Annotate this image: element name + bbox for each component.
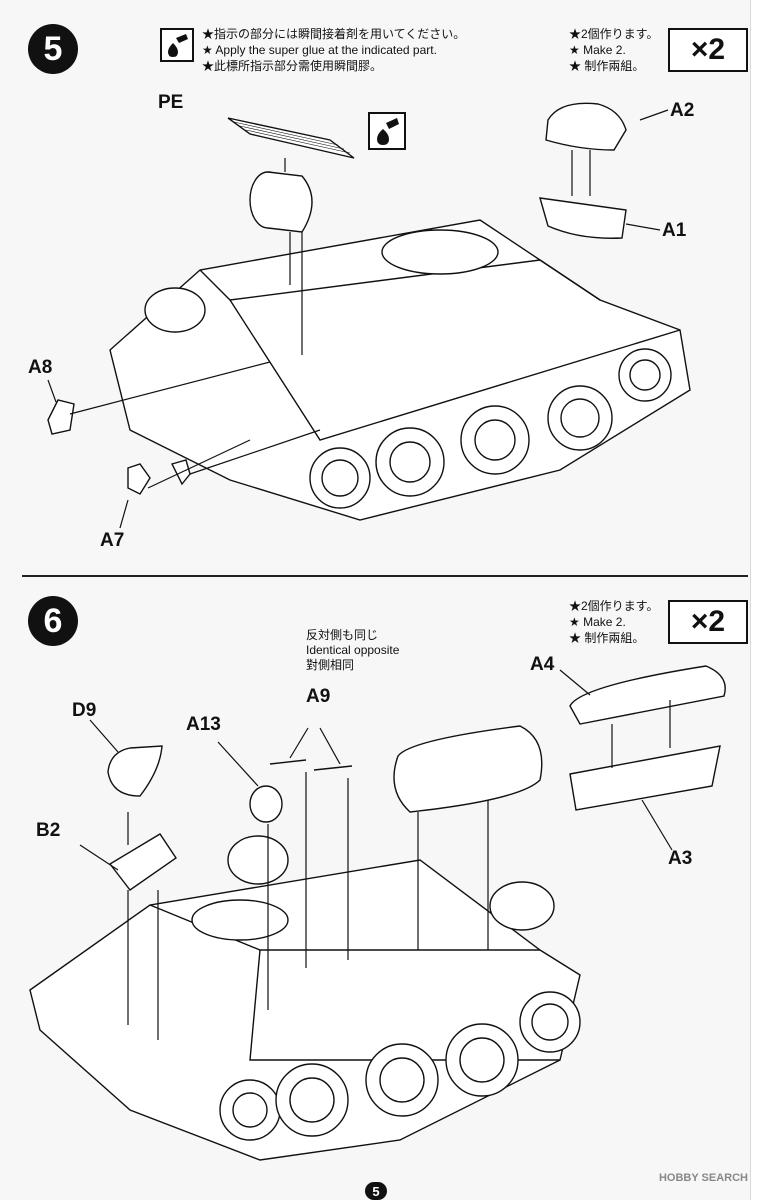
rear-drum: [144, 287, 206, 333]
rear-drum: [489, 881, 555, 931]
a1-part: [539, 197, 627, 239]
make-note-6: ★2個作ります。 ★ Make 2. ★ 制作兩組。: [569, 598, 658, 646]
a9-rod: [269, 759, 307, 765]
make-note-5: ★2個作ります。 ★ Make 2. ★ 制作兩組。: [569, 26, 658, 74]
a8-part: [47, 399, 75, 435]
hull-step5: [109, 219, 691, 521]
step-divider: [22, 575, 748, 577]
part-label-a4: A4: [530, 654, 555, 675]
watermark-text: HOBBY SEARCH: [658, 1172, 748, 1184]
b2-part: [108, 833, 177, 891]
road-wheel: [365, 1043, 439, 1117]
part-label-a7: A7: [100, 530, 125, 551]
part-label-a9: A9: [306, 686, 331, 707]
part-label-a8: A8: [28, 357, 53, 378]
road-wheel: [219, 1079, 281, 1141]
hatch-step6: [191, 899, 289, 941]
a9-rod: [313, 765, 353, 771]
road-wheel: [275, 1063, 349, 1137]
fuel-drum-large: [393, 725, 543, 813]
identical-opposite-note: 反対側も同じ Identical opposite 對側相同: [306, 628, 399, 673]
a7-part-left: [127, 463, 151, 495]
a13-part: [249, 785, 283, 823]
pe-mesh-part: [227, 117, 355, 159]
road-wheel: [445, 1023, 519, 1097]
a4-part: [569, 665, 726, 725]
glue-icon: [160, 28, 194, 62]
times-two-badge: ×2: [668, 600, 748, 644]
road-wheel: [547, 385, 613, 451]
page-edge: [750, 0, 762, 1200]
step-5-number: 5: [28, 24, 78, 74]
part-label-a3: A3: [668, 848, 693, 869]
road-wheel: [309, 447, 371, 509]
page-number: 5: [365, 1182, 387, 1200]
rear-drum: [227, 835, 289, 885]
glue-note: ★指示の部分には瞬間接着剤を用いてください。 ★ Apply the super…: [202, 26, 465, 74]
make-note-cn: ★ 制作兩組。: [569, 631, 645, 645]
part-label-a2: A2: [670, 100, 695, 121]
part-label-d9: D9: [72, 700, 97, 721]
hatch-step5: [381, 229, 499, 275]
glue-note-jp: ★指示の部分には瞬間接着剤を用いてください。: [202, 27, 466, 41]
road-wheel: [519, 991, 581, 1053]
make-note-en: ★ Make 2.: [569, 615, 626, 629]
glue-note-cn: ★此標所指示部分需使用瞬間膠。: [202, 59, 383, 73]
make-note-en: ★ Make 2.: [569, 43, 626, 57]
part-label-a13: A13: [186, 714, 221, 735]
a2-part: [545, 102, 627, 151]
make-note-cn: ★ 制作兩組。: [569, 59, 645, 73]
make-note-jp: ★2個作ります。: [569, 27, 659, 41]
d9-part: [107, 745, 163, 797]
identical-en: Identical opposite: [306, 643, 400, 657]
part-label-a1: A1: [662, 220, 687, 241]
road-wheel: [618, 348, 672, 402]
step-6-number: 6: [28, 596, 78, 646]
road-wheel: [460, 405, 530, 475]
part-label-b2: B2: [36, 820, 61, 841]
times-two-badge: ×2: [668, 28, 748, 72]
make-note-jp: ★2個作ります。: [569, 599, 659, 613]
a3-part: [569, 745, 721, 811]
part-label-pe: PE: [158, 92, 184, 113]
identical-cn: 對側相同: [306, 658, 355, 672]
road-wheel: [375, 427, 445, 497]
identical-jp: 反対側も同じ: [306, 628, 379, 642]
glue-note-en: ★ Apply the super glue at the indicated …: [202, 43, 437, 57]
glue-marker-icon: [368, 112, 406, 150]
